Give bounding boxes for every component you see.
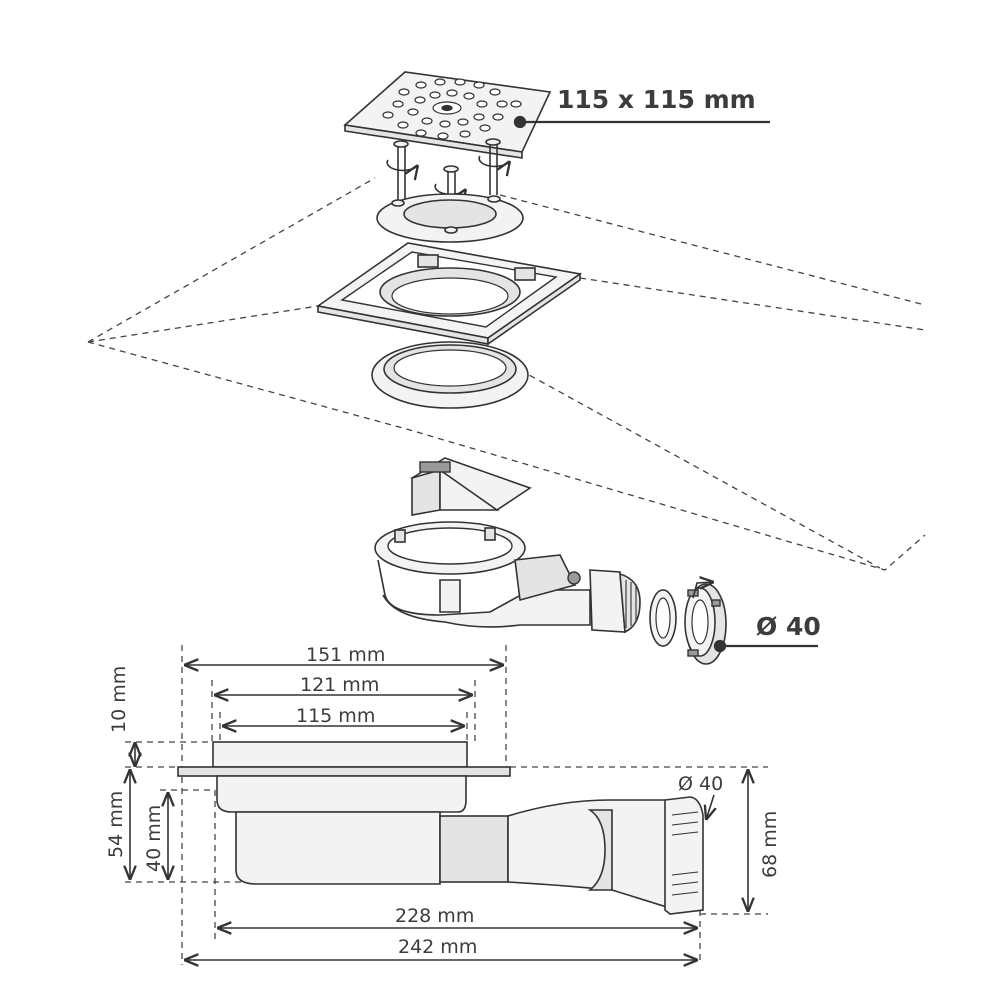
outlet-diameter-side-label: Ø 40 [678, 773, 723, 795]
dimension-115: 115 mm [222, 705, 465, 727]
grate [343, 71, 552, 159]
dimension-40-label: 40 mm [143, 805, 165, 872]
dimension-54-label: 54 mm [105, 791, 127, 858]
dimension-115-label: 115 mm [296, 705, 375, 727]
dimension-40: 40 mm [143, 792, 168, 880]
outlet-nut [684, 583, 727, 665]
odour-trap-insert [410, 457, 532, 516]
rotate-arrow-icon [692, 582, 714, 599]
floor-plane-outline [87, 177, 926, 571]
outlet-diameter-side-leader [706, 794, 714, 820]
outlet-diameter-top-label: Ø 40 [756, 612, 821, 641]
side-drain-body [177, 741, 704, 915]
flange-ring [376, 193, 524, 243]
outlet-seal [649, 589, 677, 647]
dimension-68-label: 68 mm [759, 811, 781, 878]
dimension-228-label: 228 mm [395, 905, 474, 927]
exploded-view: 115 x 115 mm [87, 71, 926, 665]
dimension-242: 242 mm [184, 936, 698, 960]
dimension-68: 68 mm [748, 769, 781, 912]
dimension-10-label: 10 mm [108, 666, 130, 733]
seal-ring [371, 341, 529, 409]
dimension-54: 54 mm [105, 769, 130, 880]
dimension-10: 10 mm [108, 666, 135, 767]
dimension-121-label: 121 mm [300, 674, 379, 696]
grate-size-label: 115 x 115 mm [557, 85, 756, 114]
dimension-228: 228 mm [217, 905, 698, 928]
dimension-151: 151 mm [184, 644, 504, 666]
side-view: 151 mm 121 mm 115 mm 228 mm 242 mm 10 mm… [105, 644, 781, 965]
dimension-242-label: 242 mm [398, 936, 477, 958]
dimension-151-label: 151 mm [306, 644, 385, 666]
drain-body [374, 521, 641, 634]
grate-holes [382, 78, 522, 140]
dimension-121: 121 mm [214, 674, 473, 696]
grate-frame [315, 242, 583, 346]
